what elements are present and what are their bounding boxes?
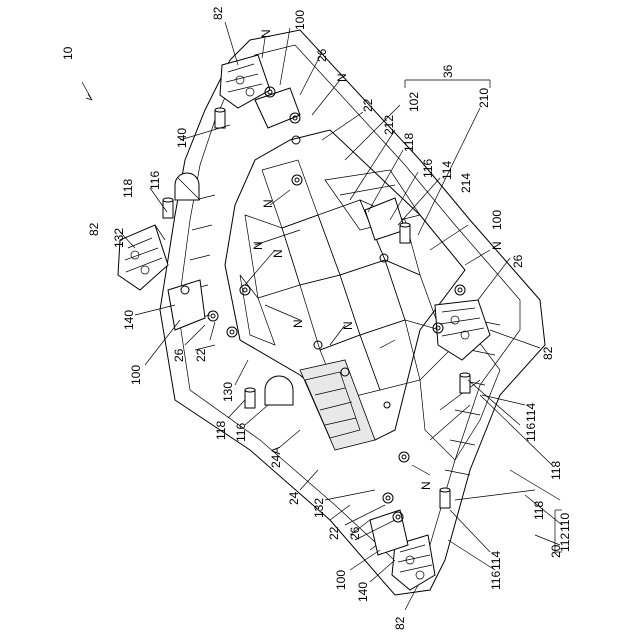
ref-label: 118 (121, 179, 135, 198)
ref-label: 212 (382, 115, 396, 135)
ref-label: 130 (221, 382, 235, 402)
ref-label: 116 (524, 423, 538, 442)
ref-label: 116 (234, 423, 248, 442)
ref-label: 26 (348, 526, 362, 540)
ref-label: 214 (459, 173, 473, 193)
ref-label: 132 (312, 498, 326, 518)
ref-label: 82 (211, 6, 225, 20)
ref-label: 82 (541, 346, 555, 360)
ref-label: N (261, 199, 275, 208)
ref-label: N (271, 249, 285, 258)
ref-label: 26 (511, 254, 525, 268)
ref-label: 210 (477, 88, 491, 108)
ref-label: 114 (440, 161, 454, 180)
ref-label: 22 (327, 526, 341, 540)
ref-label: 100 (129, 365, 143, 385)
ref-label: 26 (172, 348, 186, 362)
ref-label: 116 (489, 571, 503, 590)
ref-label: 118 (402, 133, 416, 152)
ref-label: 118 (214, 421, 228, 440)
ref-label: N (335, 73, 349, 82)
ref-label: 20 (549, 544, 563, 558)
ref-label: 118 (532, 501, 546, 520)
ref-label: 114 (489, 551, 503, 570)
ref-label: 118 (549, 461, 563, 480)
ref-label: 82 (393, 616, 407, 630)
ref-label: 114 (524, 403, 538, 422)
ref-label: 110 (558, 513, 572, 532)
ref-label: 100 (334, 570, 348, 590)
ref-label: 22 (194, 348, 208, 362)
ref-label: N (419, 481, 433, 490)
ref-label: 24A (269, 447, 283, 468)
ref-label: N (259, 29, 273, 38)
ref-label: N (341, 321, 355, 330)
ref-label: 36 (441, 64, 455, 78)
ref-label: 140 (122, 310, 136, 330)
ref-label: N (490, 241, 504, 250)
ref-label: 24 (287, 491, 301, 505)
ref-label: 140 (356, 582, 370, 602)
ref-label: 102 (407, 92, 421, 112)
ref-label: 100 (293, 10, 307, 30)
ref-label: 116 (148, 171, 162, 190)
ref-label: 82 (87, 222, 101, 236)
ref-label: 100 (490, 210, 504, 230)
ref-label: 116 (421, 159, 435, 178)
ref-label: N (251, 241, 265, 250)
ref-label: 140 (175, 128, 189, 148)
ref-label: 10 (61, 46, 75, 60)
ref-label: N (291, 319, 305, 328)
ref-label: 132 (112, 228, 126, 248)
ref-label: 26 (315, 48, 329, 62)
ref-label: 22 (361, 98, 375, 112)
